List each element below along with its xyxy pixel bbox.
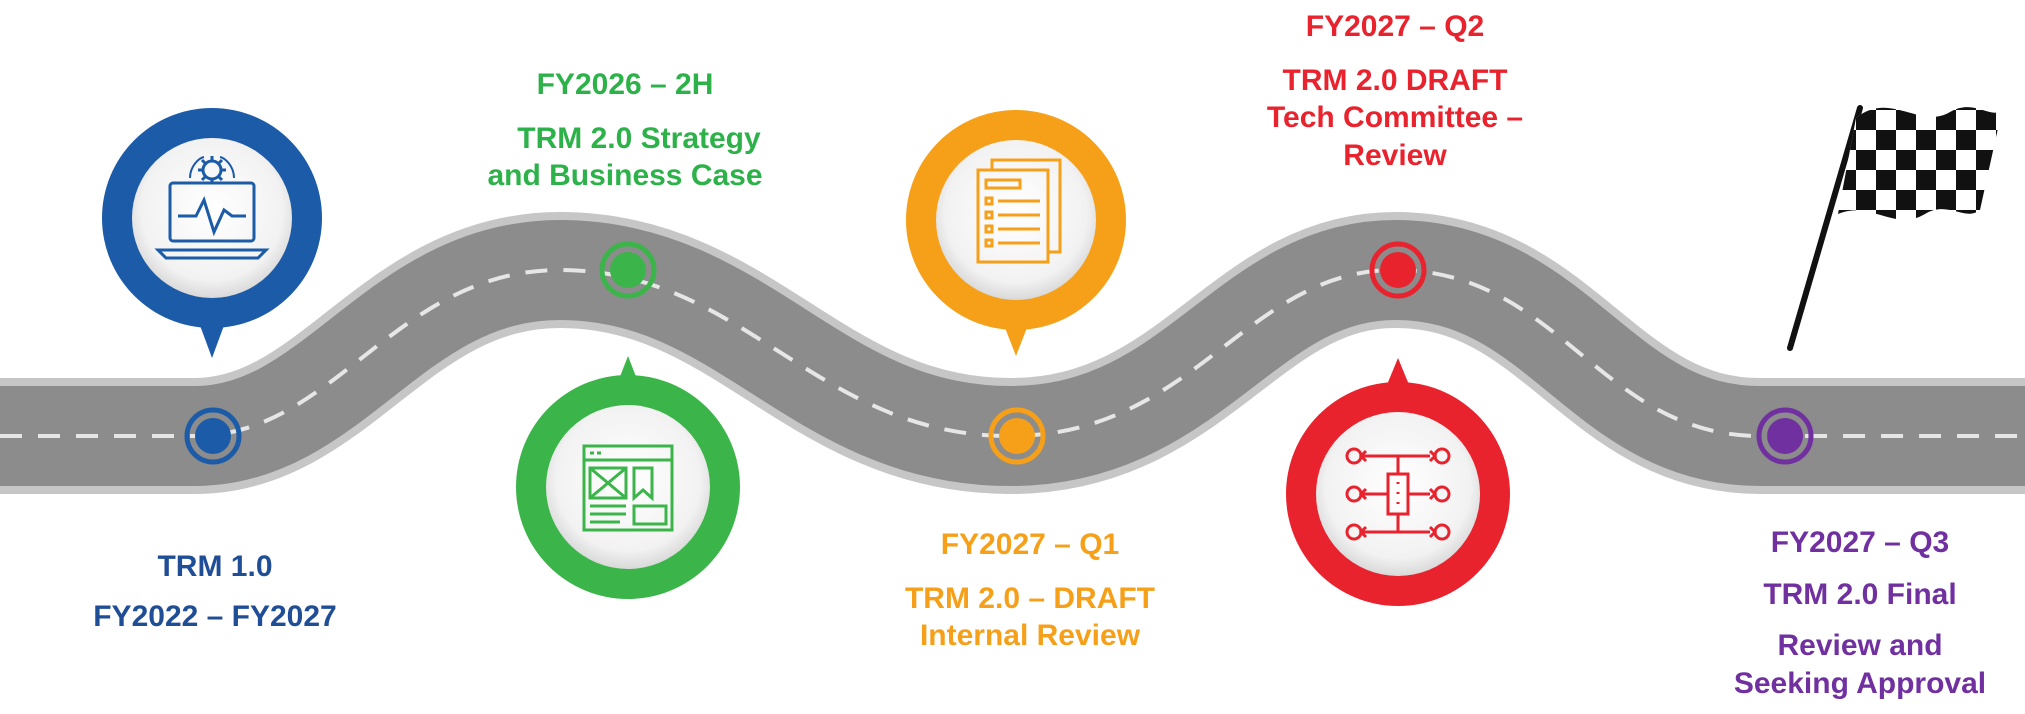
milestone-title-line: and Business Case bbox=[487, 159, 763, 192]
milestone-period: FY2026 – 2H bbox=[536, 68, 714, 101]
milestone-period: FY2027 – Q2 bbox=[1305, 10, 1485, 43]
milestone-label-green: FY2026 – 2H TRM 2.0 Strategy and Busines… bbox=[460, 66, 790, 195]
process-flow-icon bbox=[1345, 447, 1451, 541]
pin-orange bbox=[906, 110, 1126, 356]
wireframe-layout-icon bbox=[582, 444, 674, 532]
pin-red bbox=[1286, 358, 1510, 606]
milestone-subtitle-line: Review and bbox=[1777, 629, 1943, 662]
milestone-title-line: Internal Review bbox=[919, 619, 1141, 652]
road-centerline bbox=[0, 267, 2025, 439]
milestone-title-line: TRM 2.0 Strategy bbox=[517, 121, 761, 155]
laptop-gear-icon bbox=[154, 156, 270, 260]
milestone-period: FY2027 – Q3 bbox=[1770, 526, 1950, 559]
milestone-period: FY2022 – FY2027 bbox=[93, 599, 337, 633]
milestone-marker-red bbox=[1369, 241, 1427, 299]
checkered-flag-icon bbox=[1787, 105, 2002, 351]
pin-blue bbox=[102, 108, 322, 358]
milestone-label-purple: FY2027 – Q3 TRM 2.0 Final Review and See… bbox=[1700, 524, 2020, 702]
document-list-icon bbox=[976, 158, 1062, 264]
pin-green bbox=[516, 356, 740, 599]
milestone-title-line: Tech Committee – bbox=[1266, 101, 1524, 134]
milestone-period: FY2027 – Q1 bbox=[940, 528, 1120, 561]
milestone-label-blue: TRM 1.0 FY2022 – FY2027 bbox=[40, 548, 390, 635]
milestone-label-orange: FY2027 – Q1 TRM 2.0 – DRAFT Internal Rev… bbox=[880, 526, 1180, 655]
milestone-title-line: TRM 2.0 DRAFT bbox=[1282, 63, 1508, 97]
milestone-title: TRM 2.0 Final bbox=[1763, 577, 1957, 611]
milestone-subtitle-line: Seeking Approval bbox=[1733, 666, 1987, 700]
milestone-marker-orange bbox=[988, 407, 1046, 465]
milestone-title-line: Review bbox=[1343, 138, 1447, 172]
milestone-label-red: FY2027 – Q2 TRM 2.0 DRAFT Tech Committee… bbox=[1245, 8, 1545, 174]
milestone-marker-purple bbox=[1756, 407, 1814, 465]
milestone-title: TRM 1.0 bbox=[157, 550, 273, 583]
milestone-marker-green bbox=[599, 241, 657, 299]
milestone-marker-blue bbox=[184, 407, 242, 465]
milestone-title-line: TRM 2.0 – DRAFT bbox=[904, 581, 1156, 615]
